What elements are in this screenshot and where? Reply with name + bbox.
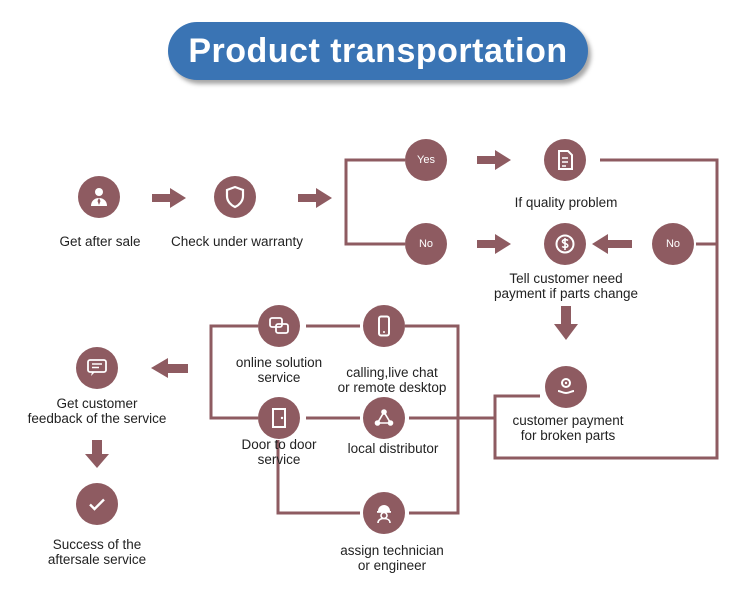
door-to-door-label-2: service [257,452,301,467]
success-node [76,483,118,525]
title-banner: Product transportation [168,22,588,80]
customer-feedback-label-2: feedback of the service [27,411,167,426]
customer-feedback-node [76,347,118,389]
online-solution-label-2: service [257,370,301,385]
door-to-door-label-1: Door to door [241,437,317,452]
quality-problem-node [544,139,586,181]
worker-icon [377,505,391,524]
assign-technician-label-1: assign technician [340,543,444,558]
check-icon [89,498,105,511]
hand-location-icon [557,378,575,395]
calling-node [363,305,405,347]
no-node: No [405,223,447,265]
customer-payment-node [545,366,587,408]
no-right-node: No [652,223,694,265]
door-icon [272,408,286,428]
local-distributor-node [363,397,405,439]
local-distributor-label: local distributor [347,441,439,456]
quality-problem-label: If quality problem [514,195,618,210]
online-solution-label-1: online solution [235,355,323,370]
door-to-door-node [258,397,300,439]
assign-technician-node [363,492,405,534]
get-after-sale-label: Get after sale [59,234,141,249]
tell-customer-label-1: Tell customer need [509,271,623,286]
customer-payment-label-1: customer payment [512,413,624,428]
customer-payment-label-2: for broken parts [520,428,616,443]
person-icon [91,188,107,206]
tell-customer-label-2: payment if parts change [493,286,639,301]
calling-label-1: calling,live chat [346,365,438,380]
assign-technician-label-2: or engineer [357,558,427,573]
success-label-1: Success of the [52,537,142,552]
document-icon [558,150,573,170]
network-icon [374,409,394,426]
calling-label-2: or remote desktop [337,380,447,395]
online-solution-node [258,305,300,347]
customer-feedback-label-1: Get customer [56,396,138,411]
check-warranty-label: Check under warranty [170,234,304,249]
success-label-2: aftersale service [47,552,147,567]
chat-icon [269,317,289,334]
tell-customer-node [544,223,586,265]
shield-icon [225,185,245,209]
dollar-icon [555,234,575,254]
get-after-sale-node [78,176,120,218]
page-title: Product transportation [188,31,568,70]
check-warranty-node [214,176,256,218]
yes-node: Yes [405,139,447,181]
feedback-icon [87,359,107,376]
phone-icon [378,315,390,337]
